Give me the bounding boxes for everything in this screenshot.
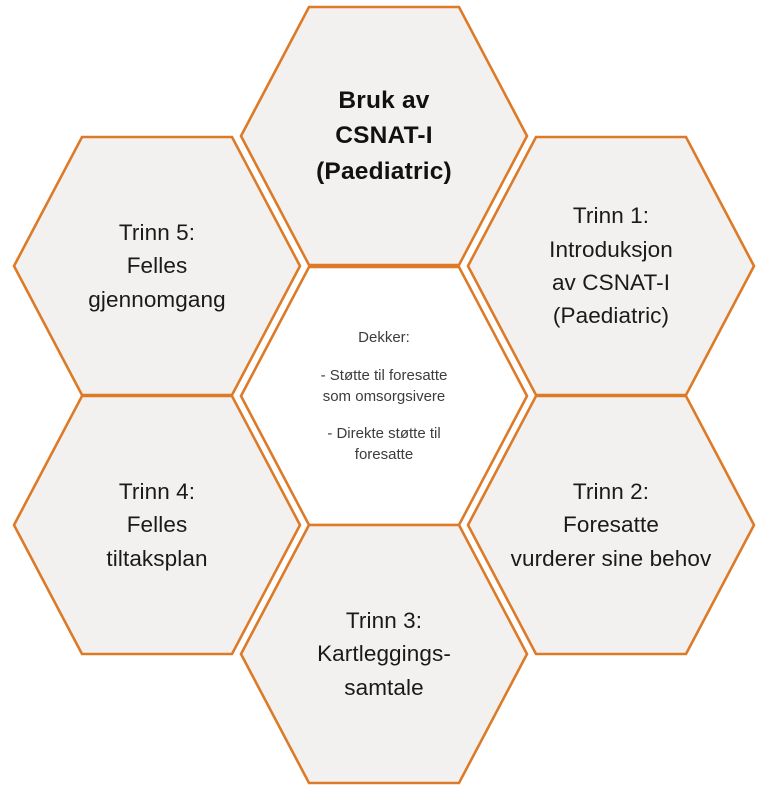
hex-trinn-1[interactable] <box>466 135 756 397</box>
hex-center[interactable] <box>239 265 529 527</box>
hex-title[interactable] <box>239 5 529 267</box>
hex-trinn-3[interactable] <box>239 523 529 785</box>
hex-trinn-2[interactable] <box>466 394 756 656</box>
hex-trinn-5[interactable] <box>12 135 302 397</box>
hex-trinn-4[interactable] <box>12 394 302 656</box>
